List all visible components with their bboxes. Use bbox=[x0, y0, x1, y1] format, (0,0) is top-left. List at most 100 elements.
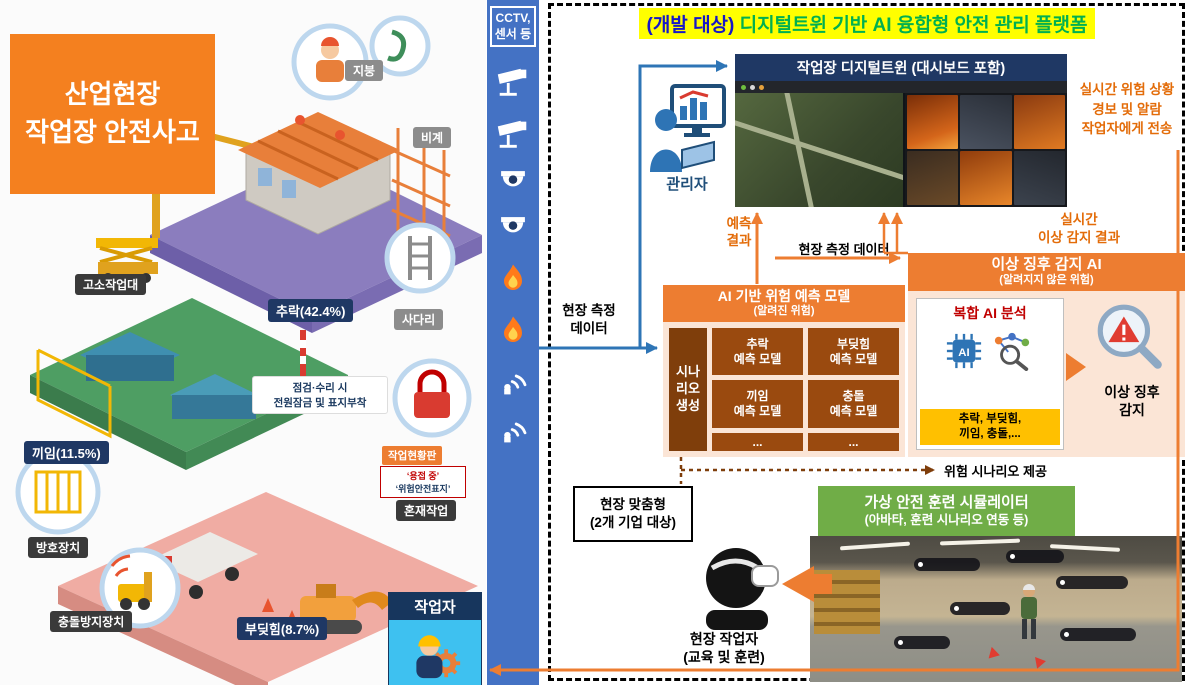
complex-ai-analysis-panel: 복합 AI 분석 AI bbox=[916, 298, 1064, 450]
map-road bbox=[735, 118, 903, 183]
label-field-data: 현장 측정 데이터 bbox=[798, 242, 890, 257]
label-ladder: 사다리 bbox=[394, 309, 444, 330]
worker-box: 작업자 bbox=[388, 592, 482, 685]
manager-icon bbox=[650, 84, 726, 172]
anomaly-box-title: 이상 징후 감지 AI bbox=[991, 256, 1102, 273]
complex-ai-analysis-title: 복합 AI 분석 bbox=[953, 305, 1027, 322]
warehouse-shelf bbox=[814, 570, 880, 634]
field-customization-box: 현장 맞춤형 (2개 기업 대상) bbox=[573, 486, 693, 542]
flame-sensor-icon bbox=[504, 316, 522, 343]
cctv-camera-icon bbox=[497, 120, 527, 148]
vr-headset-person-icon bbox=[706, 548, 779, 630]
platform-title-highlight: (개발 대상) 디지털트윈 기반 AI 융합형 안전 관리 플랫폼 bbox=[638, 8, 1096, 39]
worker-box-title: 작업자 bbox=[389, 593, 481, 620]
platform-title-prefix: (개발 대상) bbox=[646, 15, 735, 36]
flame-sensor-icon bbox=[504, 264, 522, 291]
prediction-box-subtitle: (알려진 위험) bbox=[753, 304, 815, 317]
detail-callout-cage bbox=[15, 449, 101, 535]
vr-callout bbox=[1060, 628, 1136, 641]
label-mixed-work: 혼재작업 bbox=[396, 500, 457, 521]
simulator-subtitle: (아바타, 훈련 시나리오 연동 등) bbox=[864, 512, 1029, 527]
model-cell-bump: 부딪힘 예측 모델 bbox=[808, 327, 899, 376]
dashboard-toolbar bbox=[735, 81, 1067, 93]
vr-callout bbox=[914, 558, 980, 571]
vr-callout bbox=[1006, 550, 1064, 563]
alert-transmission-note: 실시간 위험 상황 경보 및 알람 작업자에게 전송 bbox=[1079, 82, 1175, 137]
label-field-data-left: 현장 측정 데이터 bbox=[562, 303, 616, 337]
simulator-title: 가상 안전 훈련 시뮬레이터 bbox=[864, 493, 1029, 511]
satellite-map bbox=[735, 93, 903, 207]
manager-label: 관리자 bbox=[666, 176, 708, 193]
scenario-generation-block: 시나 리오 생성 bbox=[669, 327, 707, 451]
detail-callout-ladder bbox=[384, 222, 456, 294]
platform-title-main: 디지털트윈 기반 AI 융합형 안전 관리 플랫폼 bbox=[739, 15, 1088, 36]
camera-feed bbox=[960, 151, 1012, 205]
camera-feed bbox=[1013, 151, 1065, 205]
model-cell-collision: 충돌 예측 모델 bbox=[808, 380, 899, 428]
dome-camera-icon bbox=[501, 217, 525, 233]
vr-floor-arrow bbox=[988, 646, 1002, 662]
digital-twin-screenshot bbox=[735, 81, 1067, 207]
wireless-sensor-icon bbox=[504, 374, 527, 395]
analysis-icons: AI bbox=[945, 331, 1035, 372]
label-realtime-anomaly-result: 실시간 이상 감지 결과 bbox=[1037, 212, 1121, 245]
prediction-box-header: AI 기반 위험 예측 모델 (알려진 위험) bbox=[663, 285, 905, 322]
anomaly-box-subtitle: (알려지지 않은 위험) bbox=[999, 274, 1094, 286]
camera-feed bbox=[960, 95, 1012, 149]
industrial-site-illustration bbox=[15, 15, 482, 685]
anomaly-result-label: 이상 징후 감지 bbox=[1104, 384, 1160, 419]
anomaly-detection-box: 이상 징후 감지 AI (알려지지 않은 위험) 복합 AI 분석 AI bbox=[908, 253, 1185, 457]
lockout-line2: 전원잠금 및 표지부착 bbox=[273, 397, 367, 409]
detail-callout-forklift bbox=[99, 547, 181, 629]
ceiling-light bbox=[939, 538, 1021, 546]
prediction-model-grid: 추락 예측 모델 부딪힘 예측 모델 끼임 예측 모델 충돌 예측 모델 ...… bbox=[712, 327, 899, 451]
lockout-note: 점검·수리 시 전원잠금 및 표지부착 bbox=[252, 376, 388, 414]
network-analysis-icon bbox=[994, 333, 1030, 372]
analysis-to-result-arrow bbox=[1066, 353, 1086, 382]
dome-camera-icon bbox=[501, 171, 525, 187]
industrial-accident-panel: 산업현장 작업장 안전사고 지붕 비계 고소작업대 추락(42.4%) 사다리 … bbox=[0, 0, 486, 685]
model-cell-more: ... bbox=[712, 433, 803, 451]
work-board-line2: ‘위험안전표지’ bbox=[395, 484, 451, 494]
camera-feed bbox=[907, 151, 959, 205]
anomaly-detected-icon bbox=[1097, 304, 1162, 369]
label-aerial-platform: 고소작업대 bbox=[75, 274, 147, 295]
sensor-strip-header: CCTV, 센서 등 bbox=[490, 6, 536, 48]
cctv-camera-icon bbox=[497, 68, 527, 96]
model-cell-pinch: 끼임 예측 모델 bbox=[712, 380, 803, 428]
vr-floor-arrow bbox=[1035, 655, 1047, 669]
camera-feed bbox=[1013, 95, 1065, 149]
label-scaffold: 비계 bbox=[413, 127, 452, 148]
label-pinch-stat: 끼임(11.5%) bbox=[24, 441, 109, 464]
label-work-board: 작업현황판 bbox=[382, 446, 443, 465]
vr-simulator-screenshot bbox=[810, 536, 1182, 682]
ai-chip-icon: AI bbox=[946, 334, 982, 369]
camera-feed-grid bbox=[905, 93, 1067, 207]
label-bump-stat: 부딪힘(8.7%) bbox=[237, 617, 328, 640]
work-board-panel: ‘용접 중’ ‘위험안전표지’ bbox=[380, 466, 466, 498]
label-roof: 지붕 bbox=[345, 60, 384, 81]
worker-box-body bbox=[389, 620, 481, 685]
toolbar-dot bbox=[750, 84, 755, 90]
wireless-sensor-icon bbox=[504, 422, 527, 443]
prediction-box-body: 시나 리오 생성 추락 예측 모델 부딪힘 예측 모델 끼임 예측 모델 충돌 … bbox=[663, 321, 905, 457]
platform-title: (개발 대상) 디지털트윈 기반 AI 융합형 안전 관리 플랫폼 bbox=[556, 8, 1178, 39]
toolbar-dot bbox=[759, 84, 764, 90]
model-cell-more: ... bbox=[808, 433, 899, 451]
vr-callout bbox=[950, 602, 1010, 615]
label-collision-device: 충돌방지장치 bbox=[50, 611, 133, 632]
label-guard-device: 방호장치 bbox=[28, 537, 89, 558]
work-board-line1: ‘용접 중’ bbox=[406, 471, 440, 481]
anomaly-box-header: 이상 징후 감지 AI (알려지지 않은 위험) bbox=[908, 253, 1185, 292]
vr-worker-label: 현장 작업자 (교육 및 훈련) bbox=[683, 631, 765, 666]
detail-callout-lockout bbox=[392, 358, 472, 438]
label-fall-stat: 추락(42.4%) bbox=[268, 299, 354, 322]
worker-icon bbox=[416, 634, 461, 678]
vr-avatar bbox=[1021, 584, 1037, 639]
lockout-line1: 점검·수리 시 bbox=[292, 382, 348, 394]
anomaly-box-body: 복합 AI 분석 AI bbox=[908, 291, 1185, 457]
toolbar-dot bbox=[741, 84, 746, 90]
prediction-box-title: AI 기반 위험 예측 모델 bbox=[717, 288, 851, 304]
vr-simulator-header: 가상 안전 훈련 시뮬레이터 (아바타, 훈련 시나리오 연동 등) bbox=[818, 486, 1075, 536]
